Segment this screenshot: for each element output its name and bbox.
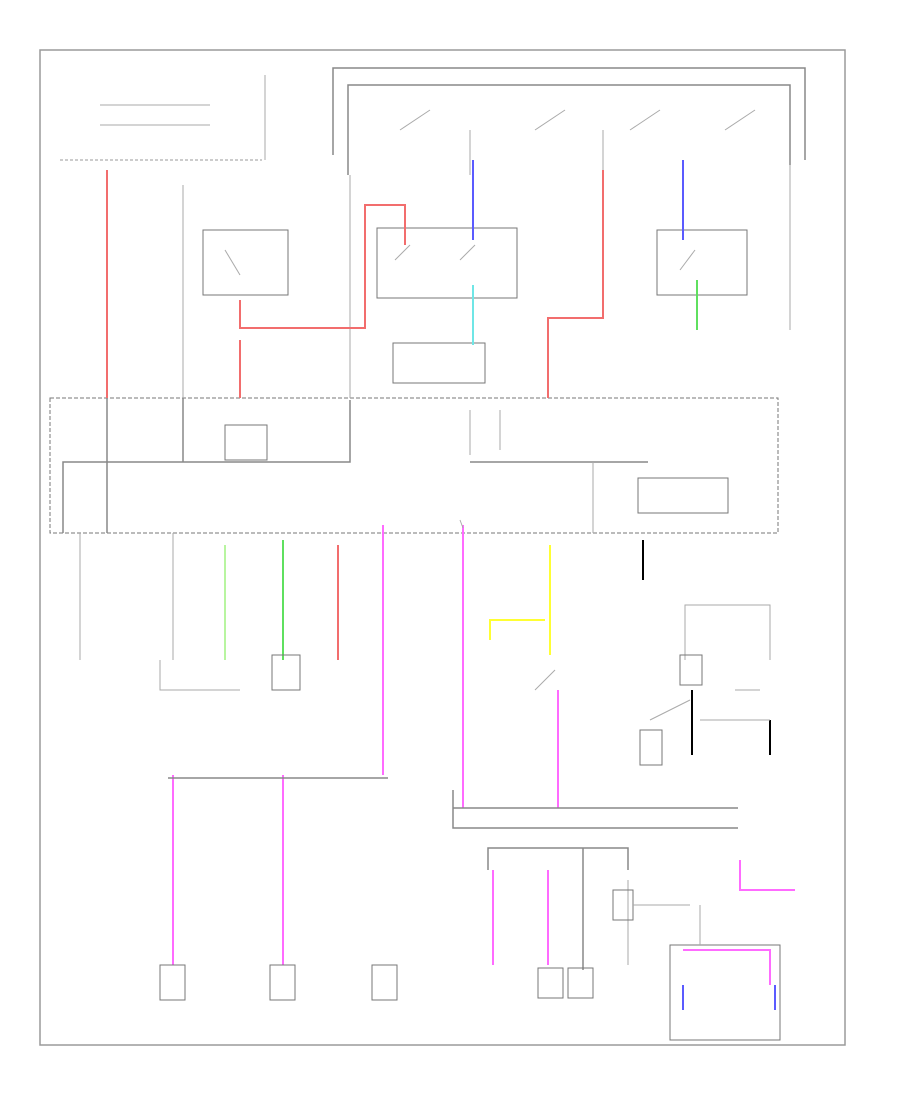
ignition-switch-contacts xyxy=(399,109,791,330)
red-wires xyxy=(106,170,604,660)
top-power-feed xyxy=(60,67,806,175)
green-wires xyxy=(224,280,698,660)
bottom-connectors xyxy=(159,654,594,1001)
relay-boxes-upper xyxy=(202,227,748,384)
main-junction-block xyxy=(49,397,779,534)
lower-distribution xyxy=(168,777,738,970)
pink-wires xyxy=(172,525,795,985)
black-wire xyxy=(642,540,771,755)
gray-trunk-wires xyxy=(79,175,594,691)
yellow-wires xyxy=(489,545,551,655)
blue-wires xyxy=(472,160,776,1010)
diagram-frame xyxy=(39,49,846,1046)
relay-switch-symbols xyxy=(459,519,556,691)
right-components xyxy=(639,604,781,1041)
